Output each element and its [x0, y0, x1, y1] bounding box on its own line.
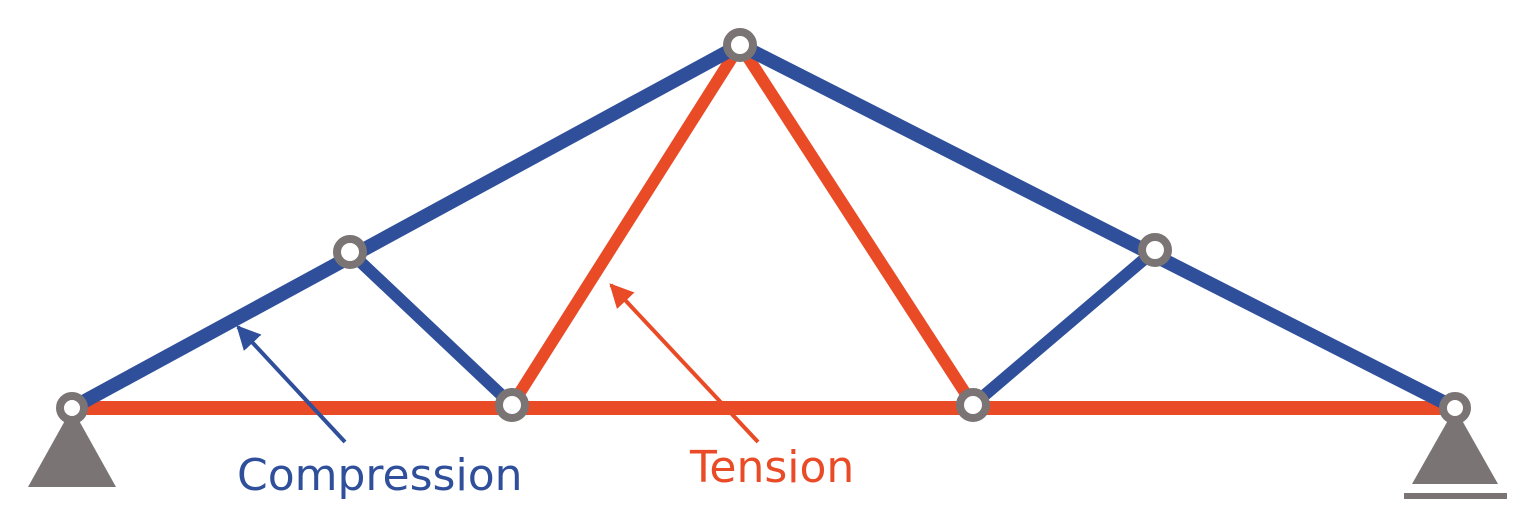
joint-right-support — [1439, 392, 1471, 424]
top-chord-left — [65, 38, 747, 415]
pinned-support-left — [28, 408, 116, 487]
compression-label: Compression — [237, 450, 523, 501]
tension-diagonal-left — [506, 39, 746, 411]
compression-web-right — [967, 244, 1161, 411]
joint-left-top-chord — [333, 235, 367, 269]
joint-left-support — [56, 392, 88, 424]
compression-arrow — [236, 325, 347, 444]
roller-support-right — [1404, 408, 1507, 499]
compression-web-left — [344, 246, 518, 411]
joint-apex — [723, 28, 757, 62]
tension-diagonal-right — [734, 39, 979, 411]
joint-bottom-left — [495, 388, 529, 422]
joint-right-top-chord — [1138, 233, 1172, 267]
tension-label: Tension — [689, 442, 854, 493]
truss-joints — [56, 28, 1471, 424]
joint-bottom-right — [956, 388, 990, 422]
tension-arrow — [609, 283, 760, 444]
top-chord-right — [733, 38, 1462, 415]
